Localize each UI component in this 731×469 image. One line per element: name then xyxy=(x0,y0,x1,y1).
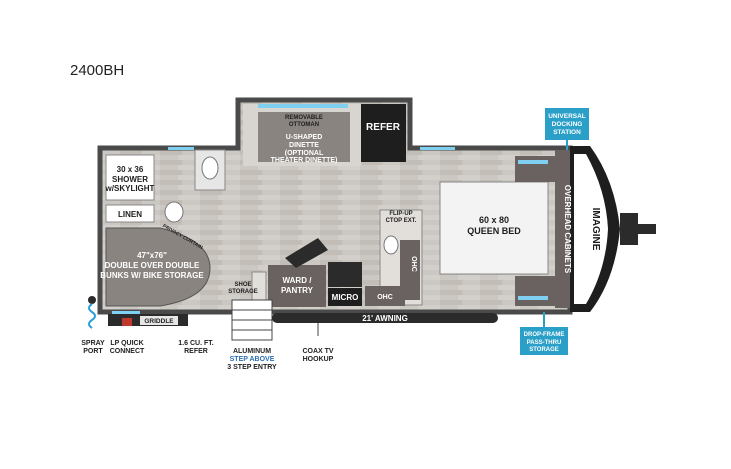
window-rear-top xyxy=(168,147,194,150)
ohc-bottom xyxy=(365,286,405,306)
svg-text:WARD /PANTRY: WARD /PANTRY xyxy=(281,276,314,295)
refer-label: REFER xyxy=(366,122,401,133)
awning xyxy=(272,313,498,323)
front-cap-inner xyxy=(574,154,608,304)
queen-bed xyxy=(439,181,549,275)
ward-pantry xyxy=(268,265,326,307)
lp-connector xyxy=(122,318,132,326)
microwave xyxy=(328,288,362,306)
bunks xyxy=(105,227,211,307)
window-bottom-left xyxy=(112,311,140,314)
svg-text:ALUMINUM: ALUMINUM xyxy=(233,348,271,355)
hitch-jack xyxy=(636,224,656,234)
ohc-label-side: OHC xyxy=(410,256,417,272)
toilet xyxy=(164,201,184,223)
sink xyxy=(201,156,219,180)
kitchen-sink xyxy=(383,235,399,255)
ward-pantry-label: WARD /PANTRY xyxy=(281,276,314,295)
griddle xyxy=(140,316,178,325)
svg-text:1.6 CU. FT.REFER: 1.6 CU. FT.REFER xyxy=(178,340,213,355)
nightstand-top xyxy=(515,156,555,182)
dinette-window xyxy=(258,104,348,108)
ohc-label-bottom: OHC xyxy=(377,294,393,301)
nightstand-top-light xyxy=(518,160,548,164)
micro-label: MICRO xyxy=(332,293,359,302)
refer-1-6-label: 1.6 CU. FT.REFER xyxy=(178,340,213,355)
linen xyxy=(105,204,155,223)
hitch xyxy=(620,213,638,245)
shoe-storage-box xyxy=(251,271,267,305)
nightstand-bottom-light xyxy=(518,296,548,300)
dinette-table xyxy=(258,112,350,162)
window-top-right xyxy=(420,147,455,150)
stove xyxy=(328,262,362,287)
model-number: 2400BH xyxy=(70,62,125,79)
recliner xyxy=(285,238,328,268)
aluminum-step-label: ALUMINUM STEP ABOVE 3 STEP ENTRY xyxy=(227,348,277,371)
shower xyxy=(105,154,155,201)
svg-text:3 STEP ENTRY: 3 STEP ENTRY xyxy=(227,364,277,371)
refrigerator xyxy=(361,104,406,162)
svg-text:STEP ABOVE: STEP ABOVE xyxy=(230,356,275,363)
overhead-cabinets xyxy=(555,150,570,308)
spray-port-fixture xyxy=(88,296,96,304)
spray-hose xyxy=(88,303,96,329)
awning-label: 21' AWNING xyxy=(362,314,408,323)
overhead-cabinets-label: OVERHEAD CABINETS xyxy=(563,185,572,274)
drop-frame-callout xyxy=(520,327,568,355)
griddle-label: GRIDDLE xyxy=(144,318,174,325)
nightstand-bottom xyxy=(515,276,555,306)
linen-label: LINEN xyxy=(118,210,142,219)
ohc-cabinet xyxy=(400,240,420,300)
brand-logo: IMAGINE xyxy=(590,208,601,251)
universal-docking-callout xyxy=(545,108,589,140)
